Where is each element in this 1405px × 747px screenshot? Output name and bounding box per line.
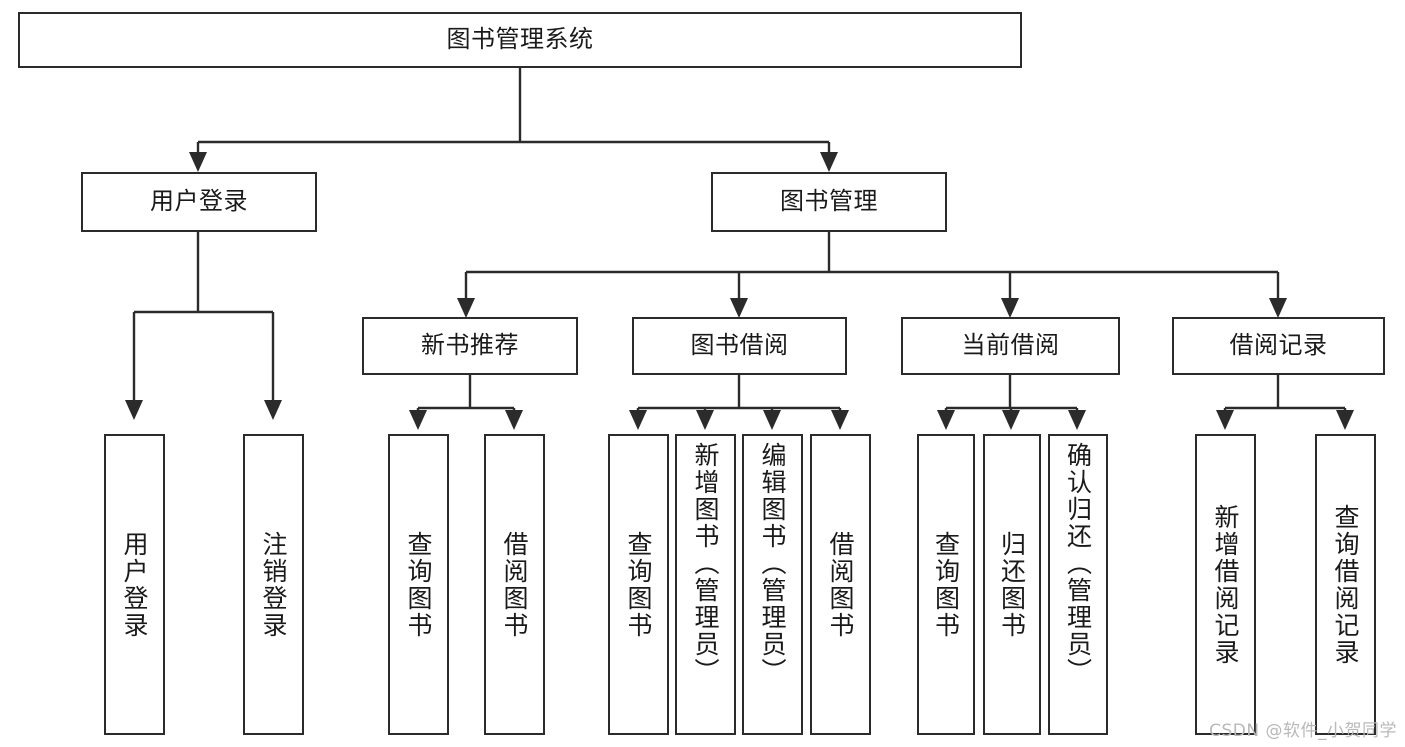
arrowhead-user-login	[189, 152, 207, 172]
arrowhead-confirm-return	[1068, 410, 1086, 430]
node-root-label: 图书管理系统	[446, 25, 594, 54]
arrowhead-borrow-book-2	[831, 410, 849, 430]
node-leaf-query-book-1[interactable]: 查询图书	[388, 434, 449, 735]
arrowhead-leaf-user-login	[125, 400, 143, 420]
node-leaf-borrow-book-2-label: 借阅图书	[826, 530, 855, 639]
node-leaf-query-book-2-label: 查询图书	[624, 530, 653, 639]
node-leaf-return-book[interactable]: 归还图书	[983, 434, 1041, 735]
node-current-borrow[interactable]: 当前借阅	[901, 317, 1120, 375]
node-leaf-query-record-label: 查询借阅记录	[1331, 503, 1360, 666]
node-leaf-return-book-label: 归还图书	[997, 530, 1027, 639]
node-leaf-logout-label: 注销登录	[259, 530, 288, 639]
node-leaf-logout[interactable]: 注销登录	[243, 434, 304, 735]
arrowhead-book-management	[820, 152, 838, 172]
node-book-borrow[interactable]: 图书借阅	[632, 317, 847, 375]
arrowhead-add-record	[1216, 410, 1234, 430]
node-leaf-add-book-label: 新增图书（管理员）	[691, 442, 720, 685]
node-leaf-query-book-1-label: 查询图书	[404, 530, 433, 639]
node-leaf-query-book-2[interactable]: 查询图书	[608, 434, 669, 735]
arrowhead-borrow-record	[1269, 298, 1287, 318]
watermark-text: CSDN @软件_小贺同学	[1209, 721, 1397, 741]
node-leaf-user-login[interactable]: 用户登录	[104, 434, 165, 735]
node-leaf-query-book-3[interactable]: 查询图书	[917, 434, 975, 735]
arrowhead-edit-book	[763, 410, 781, 430]
node-user-login[interactable]: 用户登录	[81, 172, 317, 232]
node-leaf-query-book-3-label: 查询图书	[931, 530, 961, 639]
node-book-borrow-label: 图书借阅	[690, 331, 789, 360]
arrowhead-new-book-recommend	[457, 298, 475, 318]
arrowhead-query-book-1	[409, 410, 427, 430]
node-leaf-confirm-return[interactable]: 确认归还（管理员）	[1048, 434, 1108, 735]
arrowhead-book-borrow	[730, 298, 748, 318]
arrowhead-query-book-3	[937, 410, 955, 430]
arrowhead-query-book-2	[629, 410, 647, 430]
arrowhead-borrow-book-1	[505, 410, 523, 430]
node-borrow-record-label: 借阅记录	[1229, 331, 1328, 360]
node-book-management-label: 图书管理	[780, 187, 878, 216]
node-leaf-user-login-label: 用户登录	[120, 530, 149, 639]
node-leaf-query-record[interactable]: 查询借阅记录	[1315, 434, 1376, 735]
node-user-login-label: 用户登录	[150, 187, 248, 216]
node-leaf-borrow-book-2[interactable]: 借阅图书	[810, 434, 871, 735]
node-leaf-add-book[interactable]: 新增图书（管理员）	[675, 434, 736, 735]
node-leaf-borrow-book-1[interactable]: 借阅图书	[484, 434, 545, 735]
arrowhead-query-record	[1336, 410, 1354, 430]
node-book-management[interactable]: 图书管理	[711, 172, 947, 232]
node-new-book-recommend[interactable]: 新书推荐	[362, 317, 578, 375]
node-leaf-add-record[interactable]: 新增借阅记录	[1195, 434, 1256, 735]
arrowhead-current-borrow	[1001, 298, 1019, 318]
arrowhead-return-book	[1002, 410, 1020, 430]
node-root[interactable]: 图书管理系统	[18, 12, 1022, 68]
node-leaf-add-record-label: 新增借阅记录	[1211, 503, 1240, 666]
node-leaf-borrow-book-1-label: 借阅图书	[500, 530, 529, 639]
arrowhead-leaf-logout	[264, 400, 282, 420]
node-borrow-record[interactable]: 借阅记录	[1172, 317, 1385, 375]
node-leaf-edit-book[interactable]: 编辑图书（管理员）	[742, 434, 803, 735]
node-new-book-recommend-label: 新书推荐	[421, 331, 519, 360]
node-leaf-confirm-return-label: 确认归还（管理员）	[1063, 442, 1093, 685]
arrowhead-add-book	[696, 410, 714, 430]
node-current-borrow-label: 当前借阅	[961, 331, 1060, 360]
node-leaf-edit-book-label: 编辑图书（管理员）	[758, 442, 787, 685]
